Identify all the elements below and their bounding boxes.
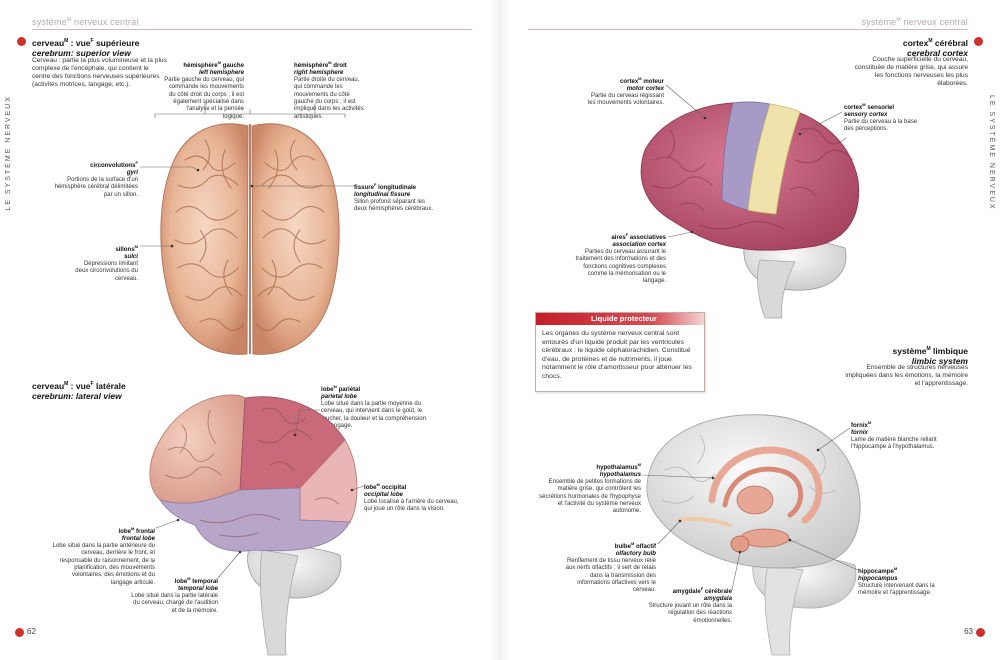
- top-view-description: Cerveau : partie la plus volumineuse et …: [32, 57, 167, 88]
- folio-dot: [976, 628, 985, 637]
- lateral-view-brain: [149, 394, 358, 656]
- limbic-title: systèmeM limbique limbic system: [892, 345, 968, 366]
- temporal-lobe-shape: [159, 487, 351, 552]
- label-frontal-lobe: lobeM frontal frontal lobe Lobe situé da…: [52, 526, 155, 586]
- gutter-shadow: [486, 0, 514, 660]
- running-head-rule: [32, 29, 472, 30]
- running-head-right: systèmeM nerveux central: [861, 17, 968, 27]
- limbic-description: Ensemble de structures nerveuses impliqu…: [845, 364, 968, 387]
- info-box-protective-fluid: Liquide protecteur Les organes du systèm…: [535, 312, 705, 392]
- label-hippocampus: hippocampeM hippocampus Structure interv…: [858, 566, 935, 597]
- leader-dots: [170, 116, 820, 554]
- cortex-title: cortexM cérébral cerebral cortex: [902, 37, 968, 58]
- lateral-view-title: cerveauM : vueF latérale cerebrum: later…: [32, 380, 126, 401]
- label-sulci: sillonsM sulci Dépressions limitant deux…: [75, 244, 138, 282]
- running-head-left: systèmeM nerveux central: [32, 17, 139, 27]
- cortex-brainstem-shape: [757, 259, 796, 319]
- running-head-rule: [528, 29, 968, 30]
- amygdala-shape: [730, 535, 750, 553]
- label-parietal-lobe: lobeM pariétal parietal lobe Lobe situé …: [321, 384, 427, 430]
- olfactory-bulb-shape: [678, 516, 732, 527]
- label-association-cortex: airesF associatives association cortex P…: [575, 232, 666, 285]
- label-left-hemisphere: hémisphèreM gauche left hemisphere Parti…: [164, 60, 244, 120]
- limbic-brain: [646, 414, 861, 656]
- label-gyri: circonvolutionsF gyri Portions de la sur…: [54, 160, 138, 198]
- label-amygdala: amygdaleF cérébrale amygdala Structure j…: [648, 586, 732, 624]
- top-view-title: cerveauM : vueF supérieure cerebrum: sup…: [32, 37, 140, 58]
- section-marker-dot: [17, 37, 26, 46]
- folio-dot: [15, 628, 24, 637]
- label-right-hemisphere: hémisphèreM droit right hemisphere Parti…: [294, 60, 364, 120]
- page-number-left: 62: [27, 627, 36, 636]
- label-olfactory-bulb: bulbeM olfactif olfactory bulb Renflemen…: [565, 541, 656, 594]
- leader-lines: [140, 84, 859, 591]
- label-fornix: fornixM fornix Lame de matière blanche r…: [851, 420, 937, 451]
- label-motor-cortex: cortexM moteur motor cortex Partie du ce…: [587, 76, 664, 107]
- thalamus-shape: [736, 485, 774, 515]
- section-marker-dot: [974, 37, 983, 46]
- cortex-description: Couche superficielle du cerveau, constit…: [854, 56, 968, 87]
- label-temporal-lobe: lobeM temporal temporal lobe Lobe situé …: [131, 576, 218, 614]
- label-longitudinal-fissure: fissureF longitudinale longitudinal fiss…: [354, 182, 434, 213]
- label-hypothalamus: hypothalamusM hypothalamus Ensemble de p…: [539, 462, 641, 515]
- frontal-lobe-shape: [149, 394, 246, 504]
- limbic-brainstem-shape: [764, 564, 804, 656]
- page-number-right: 63: [964, 627, 973, 636]
- side-tab-right: LE SYSTÈME NERVEUX: [988, 95, 995, 211]
- cortex-brain: [640, 101, 860, 319]
- label-occipital-lobe: lobeM occipital occipital lobe Lobe loca…: [364, 482, 459, 513]
- fornix-inner-shape: [722, 466, 804, 518]
- superior-view-brain: [160, 123, 340, 355]
- info-box-title: Liquide protecteur: [536, 313, 704, 325]
- fornix-shape: [708, 446, 823, 524]
- label-sensory-cortex: cortexM sensoriel sensory cortex Partie …: [844, 102, 918, 133]
- info-box-text: Les organes du système nerveux central s…: [542, 330, 692, 380]
- sensory-cortex-band: [747, 103, 801, 215]
- brainstem-shape: [259, 549, 299, 656]
